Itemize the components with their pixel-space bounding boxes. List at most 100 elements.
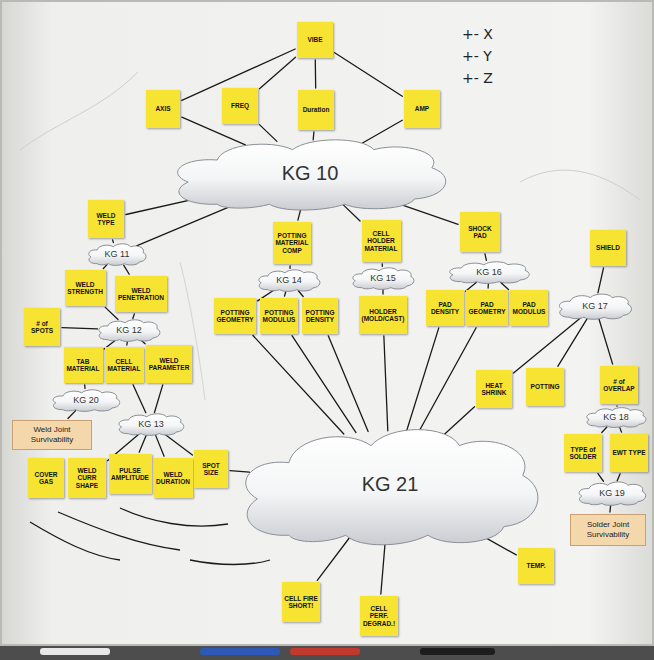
marker-line bbox=[487, 284, 489, 288]
cloud-outline bbox=[246, 430, 538, 545]
marker-line bbox=[112, 240, 114, 243]
node-text: KG 15 bbox=[370, 273, 396, 283]
marker-line bbox=[292, 336, 356, 433]
sticky-note: # of SPOTS bbox=[24, 308, 60, 346]
marker-stroke bbox=[30, 522, 120, 560]
marker-line bbox=[62, 328, 97, 329]
sticky-note: WELD CURR SHAPE bbox=[68, 458, 106, 498]
sticky-note: TAB MATERIAL bbox=[64, 347, 103, 383]
node-text: KG 20 bbox=[73, 395, 99, 405]
cloud-node: KG 14 bbox=[256, 268, 322, 292]
sticky-note: SPOT SIZE bbox=[194, 450, 228, 488]
cloud-node: KG 19 bbox=[576, 480, 648, 506]
marker-line bbox=[485, 254, 486, 261]
sticky-note: WELD PENETRATION bbox=[115, 276, 167, 312]
sticky-note: POTTING GEOMETRY bbox=[214, 298, 256, 334]
sticky-note: VIBE bbox=[297, 22, 333, 58]
marker-stroke bbox=[190, 560, 270, 565]
cloud-outline bbox=[353, 268, 414, 290]
marker-line bbox=[598, 268, 604, 293]
marker bbox=[200, 648, 280, 655]
node-text: AXIS bbox=[155, 105, 170, 112]
marker-line bbox=[133, 314, 135, 319]
marker-line bbox=[381, 537, 386, 594]
cloud-node: KG 15 bbox=[350, 266, 416, 290]
marker-line bbox=[126, 342, 128, 345]
sticky-note: TEMP. bbox=[518, 548, 554, 584]
sticky-note: POTTING DENSITY bbox=[302, 298, 338, 334]
marker-line bbox=[501, 283, 509, 290]
axis-note: +- Y bbox=[462, 48, 492, 64]
sticky-note: AXIS bbox=[146, 90, 180, 128]
sticky-note: CELL MATERIAL bbox=[105, 347, 144, 383]
marker-line bbox=[602, 427, 607, 433]
sticky-note: POTTING bbox=[526, 368, 564, 406]
sticky-note: SHOCK PAD bbox=[460, 212, 500, 252]
marker bbox=[420, 648, 495, 655]
node-text: Solder Joint Survivability bbox=[575, 520, 641, 539]
node-text: KG 21 bbox=[362, 473, 419, 496]
cloud-node: KG 12 bbox=[96, 318, 162, 342]
node-text: CELL HOLDER MATERIAL bbox=[364, 230, 399, 252]
node-text: WELD CURR SHAPE bbox=[70, 467, 104, 489]
node-text: PAD DENSITY bbox=[428, 301, 462, 316]
marker-line bbox=[382, 264, 383, 266]
axis-note: +- Z bbox=[462, 70, 493, 86]
marker-line bbox=[328, 336, 368, 432]
node-text: WELD STRENGTH bbox=[67, 281, 104, 296]
node-text: COVER GAS bbox=[30, 471, 62, 486]
outcome-box: Weld Joint Survivability bbox=[12, 420, 92, 450]
ghost-mark bbox=[520, 170, 640, 200]
board-frame bbox=[1, 1, 653, 645]
marker bbox=[290, 648, 360, 655]
marker-line bbox=[154, 385, 162, 413]
cloud-outline bbox=[559, 294, 631, 319]
marker-tray bbox=[0, 646, 654, 660]
marker-line bbox=[599, 319, 613, 364]
cloud-outline bbox=[178, 140, 446, 210]
sticky-note: WELD PARAMETER bbox=[146, 345, 192, 383]
marker-line bbox=[289, 266, 290, 268]
cloud-node: KG 21 bbox=[232, 420, 548, 548]
sticky-note: PAD GEOMETRY bbox=[466, 290, 508, 326]
node-text: SPOT SIZE bbox=[196, 462, 226, 477]
cloud-outline bbox=[579, 482, 646, 505]
node-text: SHOCK PAD bbox=[462, 225, 498, 240]
node-text: CELL FIRE SHORT! bbox=[284, 595, 318, 610]
outcome-box: Solder Joint Survivability bbox=[570, 514, 646, 546]
sticky-note: WELD DURATION bbox=[154, 458, 193, 498]
marker-line bbox=[384, 336, 388, 431]
marker-line bbox=[253, 335, 344, 433]
node-text: KG 14 bbox=[276, 275, 302, 285]
node-text: TYPE of SOLDER bbox=[566, 446, 600, 461]
node-text: HOLDER (MOLD/CAST) bbox=[361, 308, 405, 323]
marker-line bbox=[444, 407, 475, 435]
node-text: # of SPOTS bbox=[26, 320, 58, 335]
node-text: WELD DURATION bbox=[156, 471, 191, 486]
node-text: PAD GEOMETRY bbox=[468, 301, 506, 316]
marker-line bbox=[260, 57, 296, 89]
node-text: WELD TYPE bbox=[90, 212, 122, 227]
cloud-node: KG 18 bbox=[584, 406, 648, 428]
node-text: POTTING DENSITY bbox=[304, 309, 336, 324]
marker-line bbox=[406, 328, 438, 431]
sticky-note: AMP bbox=[404, 90, 440, 128]
marker-stroke bbox=[120, 508, 228, 526]
node-text: FREQ bbox=[231, 102, 249, 109]
marker-line bbox=[133, 385, 146, 413]
sticky-note: CELL FIRE SHORT! bbox=[282, 582, 320, 622]
node-text: VIBE bbox=[307, 36, 322, 43]
sticky-note: PAD MODULUS bbox=[510, 290, 548, 326]
marker-line bbox=[362, 120, 402, 143]
node-text: POTTING bbox=[531, 383, 560, 390]
marker-line bbox=[259, 125, 276, 142]
marker-line bbox=[298, 291, 303, 297]
node-text: SHIELD bbox=[596, 244, 620, 251]
marker-line bbox=[139, 435, 146, 452]
sticky-note: COVER GAS bbox=[28, 458, 64, 498]
node-text: KG 16 bbox=[476, 267, 502, 277]
marker-line bbox=[382, 290, 383, 294]
cloud-node: KG 17 bbox=[556, 292, 634, 320]
node-text: KG 10 bbox=[282, 162, 339, 185]
